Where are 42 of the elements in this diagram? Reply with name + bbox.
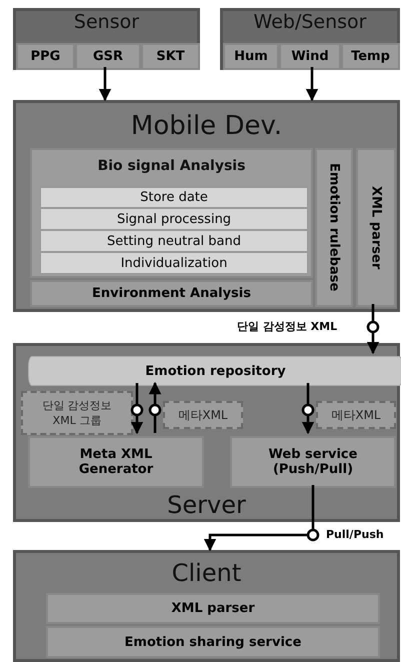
device-box <box>13 100 400 312</box>
data-tag-box: 메타XML <box>163 401 243 429</box>
sensor-group-box <box>220 8 400 70</box>
client-box <box>13 550 400 662</box>
arrow <box>302 383 314 434</box>
data-tag-box: 메타XML <box>316 401 396 429</box>
box-title: Sensor <box>72 11 140 33</box>
sensor-group-box <box>13 8 200 70</box>
module-box: Environment Analysis <box>30 280 313 307</box>
box-title: Server <box>166 491 247 519</box>
sensor-cell: Hum <box>223 43 279 70</box>
arrow <box>98 67 112 102</box>
analysis-box <box>30 148 313 278</box>
sensor-cell: SKT <box>141 43 200 70</box>
module-box: Meta XML Generator <box>28 436 204 488</box>
data-group-box: 단일 감성정보 XML 그룹 <box>21 391 133 435</box>
module-box: Individualization <box>40 252 308 274</box>
module-box: XML parser <box>356 148 396 307</box>
arrow <box>148 382 162 433</box>
module-box: Store date <box>40 187 308 208</box>
module-box: XML parser <box>46 593 380 624</box>
sensor-cell: Temp <box>341 43 400 70</box>
arrow <box>204 485 314 552</box>
arrow <box>130 383 144 434</box>
sensor-cell: Wind <box>279 43 341 70</box>
box-title: Bio signal Analysis <box>96 158 246 174</box>
box-title: Web/Sensor <box>252 11 368 33</box>
box-title: Mobile Dev. <box>130 111 284 141</box>
module-box: Emotion sharing service <box>46 626 380 658</box>
arrow <box>306 67 318 102</box>
edge-label: 단일 감성정보 XML <box>235 319 340 334</box>
server-box <box>13 343 400 522</box>
edge-label: Pull/Push <box>324 528 386 541</box>
sensor-cell: PPG <box>16 43 75 70</box>
module-box: Signal processing <box>40 208 308 230</box>
module-box: Web service (Push/Pull) <box>230 436 396 488</box>
sensor-cell: GSR <box>75 43 141 70</box>
arrow <box>366 304 380 354</box>
repository-band: Emotion repository <box>28 356 401 386</box>
module-box: Setting neutral band <box>40 230 308 252</box>
module-box: Emotion rulebase <box>315 148 353 307</box>
box-title: Client <box>170 559 242 587</box>
